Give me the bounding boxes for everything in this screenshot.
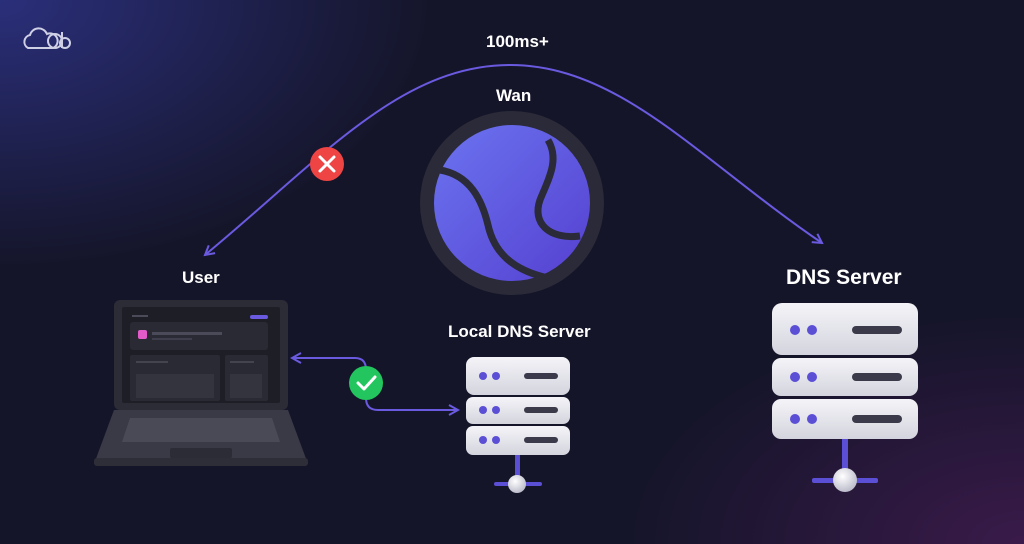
brand-logo-icon	[23, 27, 71, 49]
dns-server-label: DNS Server	[786, 266, 902, 289]
dns-server-icon	[772, 303, 918, 492]
error-x-icon	[310, 147, 344, 181]
latency-label: 100ms+	[486, 32, 549, 51]
laptop-icon	[94, 300, 308, 466]
local-dns-server-icon	[466, 357, 570, 493]
local-dns-server-label: Local DNS Server	[448, 322, 591, 341]
wan-route-arrow	[205, 63, 822, 255]
wan-label: Wan	[496, 86, 532, 105]
globe-icon	[420, 111, 604, 295]
success-check-icon	[349, 366, 383, 400]
user-label: User	[182, 268, 220, 287]
